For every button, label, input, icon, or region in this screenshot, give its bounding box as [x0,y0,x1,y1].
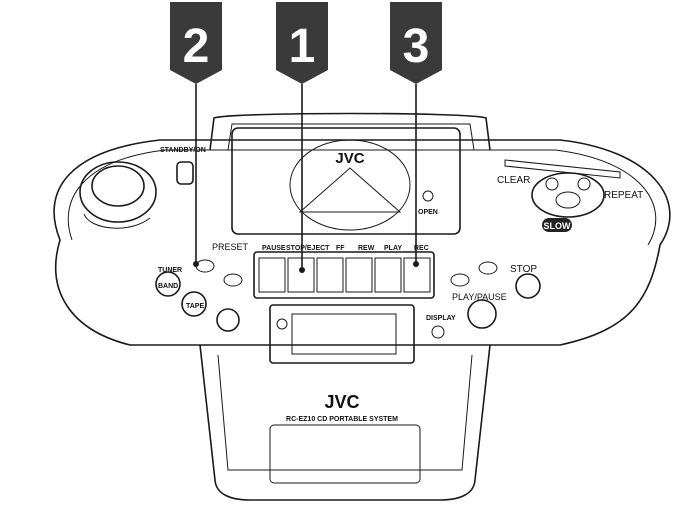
rec-key[interactable] [403,257,431,293]
tuner-label: TUNER [158,267,182,274]
volume-knob[interactable] [79,161,157,229]
skip-forward-button[interactable] [577,177,591,191]
open-indicator: OPEN [418,190,438,216]
open-label: OPEN [418,209,438,216]
stop-eject-key-label: STOP/EJECT [286,245,330,252]
standby-label: STANDBY/ON [160,147,206,154]
clear-label: CLEAR [497,175,530,186]
tuner-band-button[interactable] [155,271,181,297]
boombox-body [53,112,671,346]
tape-deck-keys: PAUSE STOP/EJECT FF REW PLAY REC [253,245,435,299]
cassette-section [199,344,491,501]
play-key[interactable] [374,257,402,293]
ff-key[interactable] [316,257,344,293]
leader-lines [193,84,419,273]
play-pause-label: PLAY/PAUSE [452,292,507,302]
callout-2-number: 2 [183,20,210,73]
callout-1-number: 1 [289,20,316,73]
rec-key-label: REC [414,245,429,252]
callout-3-number: 3 [403,20,430,73]
model-line: RC-EZ10 CD PORTABLE SYSTEM [286,416,398,423]
preset-up-button[interactable] [223,273,243,287]
cd-control-cluster: CLEAR REPEAT SLOW [497,159,643,232]
skip-back-button[interactable] [545,177,559,191]
tuner-panel: PRESET TUNER BAND TAPE [155,242,249,332]
rew-key-label: REW [358,245,375,252]
lcd-display [269,304,415,364]
slow-label: SLOW [544,221,572,231]
cd-skip-back-button[interactable] [450,273,470,287]
display-button[interactable] [431,325,445,339]
stop-button[interactable] [515,273,541,299]
callout-2: 2 [170,2,222,84]
play-key-label: PLAY [384,245,402,252]
display-label: DISPLAY [426,315,456,322]
cd-skip-forward-button[interactable] [478,261,498,275]
standby-switch[interactable]: STANDBY/ON [160,147,206,185]
stop-eject-key[interactable] [287,257,315,293]
callout-1: 1 [276,2,328,84]
lid-brand: JVC [335,150,364,167]
play-pause-button[interactable] [467,299,497,329]
preset-label: PRESET [212,242,249,252]
center-button[interactable] [555,191,581,209]
front-branding: JVC RC-EZ10 CD PORTABLE SYSTEM [286,392,398,423]
cd-transport-panel: STOP PLAY/PAUSE DISPLAY [426,261,541,339]
stop-label: STOP [510,264,537,275]
callout-3: 3 [390,2,442,84]
cd-lid: JVC [231,127,461,235]
tape-label: TAPE [186,303,204,310]
tape-button[interactable] [181,291,207,317]
ff-key-label: FF [336,245,345,252]
front-brand: JVC [324,392,359,412]
band-label: BAND [158,283,178,290]
pause-key[interactable] [258,257,286,293]
rew-key[interactable] [345,257,373,293]
repeat-label: REPEAT [604,190,643,201]
cd-button[interactable] [216,308,240,332]
pause-key-label: PAUSE [262,245,286,252]
preset-down-button[interactable] [195,259,215,273]
